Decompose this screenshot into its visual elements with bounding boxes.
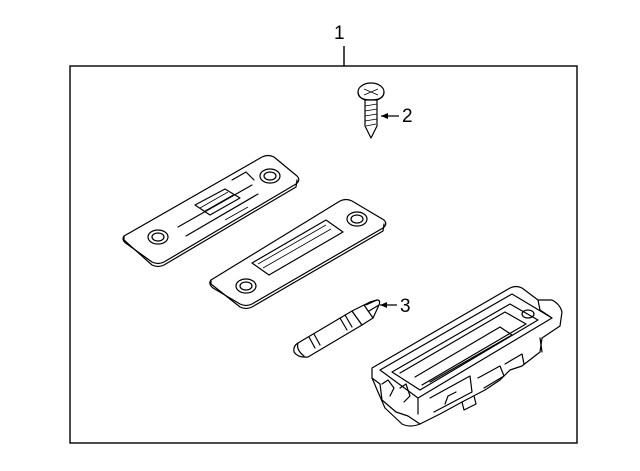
callout-assembly-number: 1: [334, 23, 345, 44]
cover-plate-left: [122, 154, 300, 268]
callout-3-arrow: [380, 302, 397, 308]
callout-bulb-number: 3: [400, 296, 411, 317]
screw-part: [357, 82, 385, 139]
cover-plate-right: [209, 198, 387, 310]
callout-screw-number: 2: [402, 106, 413, 127]
callout-2-arrow: [381, 113, 399, 119]
lamp-housing: [371, 285, 563, 427]
bulb-part: [293, 299, 381, 358]
assembly-frame: [69, 65, 578, 444]
